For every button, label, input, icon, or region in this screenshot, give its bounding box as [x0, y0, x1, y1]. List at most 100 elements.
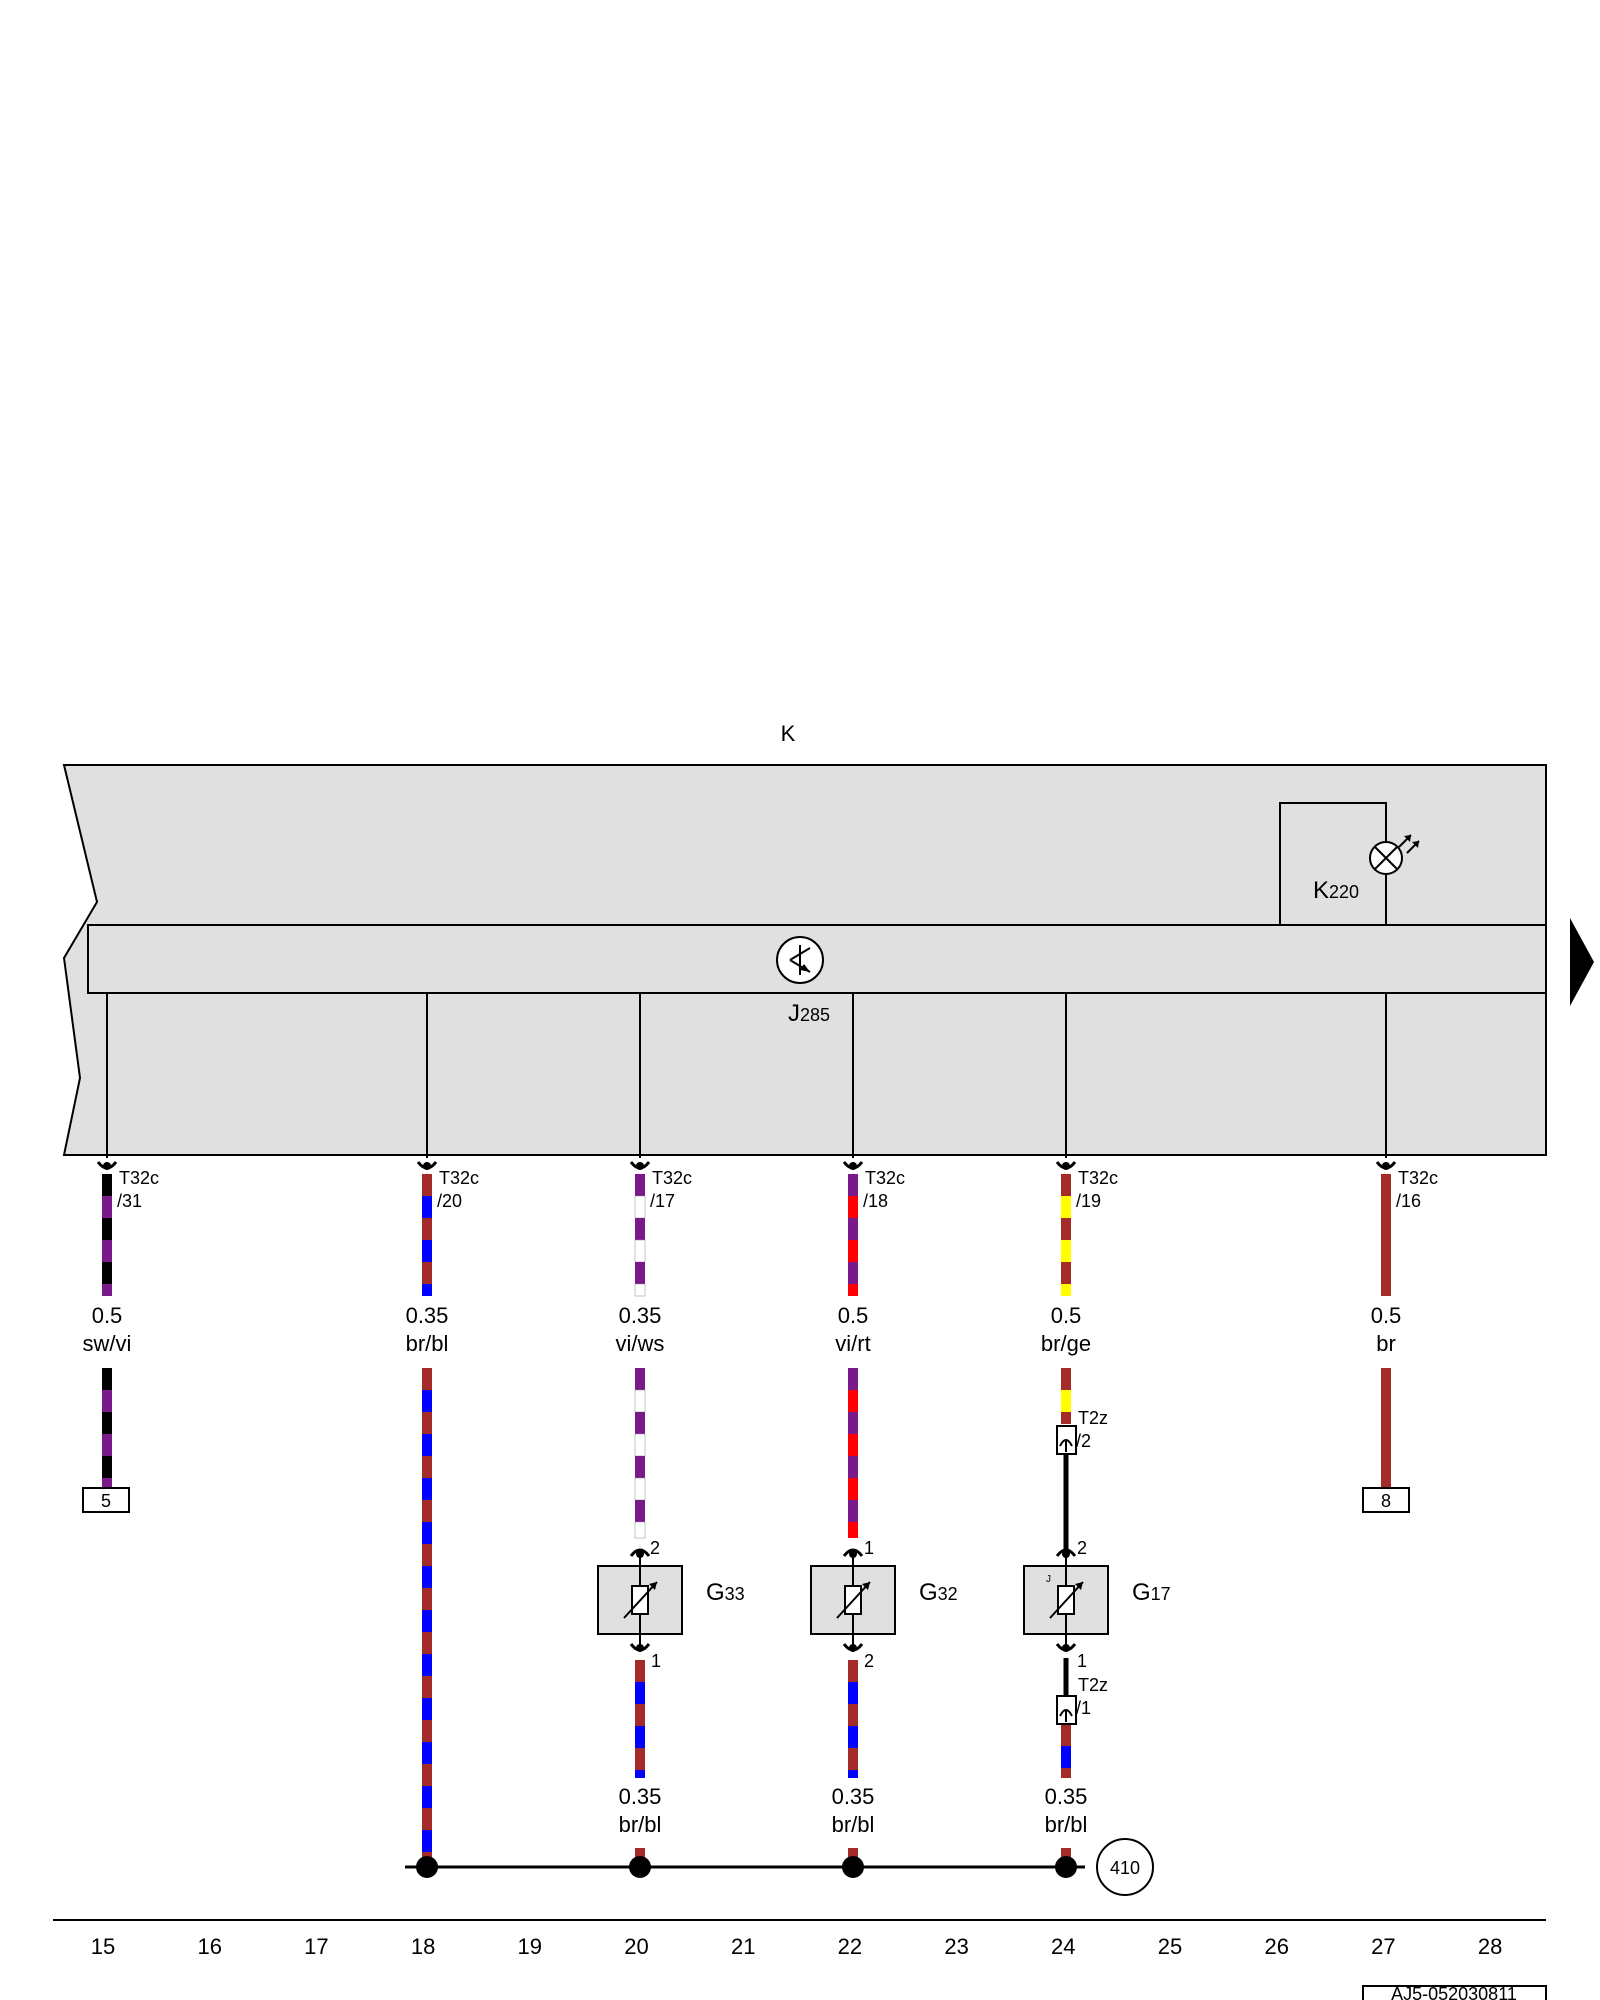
wire-size-label: 0.35	[1045, 1784, 1088, 1809]
svg-text:2: 2	[864, 1651, 874, 1671]
wire-size-label: 0.5	[1371, 1303, 1402, 1328]
wire-segment	[848, 1660, 858, 1778]
wire-segment	[1381, 1174, 1391, 1296]
svg-text:/1: /1	[1076, 1698, 1091, 1718]
svg-text:G32: G32	[919, 1579, 958, 1606]
wire-segment	[422, 1174, 432, 1296]
document-id: AJ5-052030811	[1362, 1984, 1547, 2000]
column-number: 26	[1264, 1934, 1288, 1959]
wire-color-label: vi/ws	[616, 1331, 665, 1356]
column-numbers: 15 16 17 18 19 20 21 22 23 24 25 26 27 28	[91, 1934, 1503, 1959]
wire-color-label: br/bl	[406, 1331, 449, 1356]
wire-color-label: br/ge	[1041, 1331, 1091, 1356]
continuation-box-5: 5	[82, 1487, 130, 1513]
svg-text:T2z: T2z	[1078, 1408, 1108, 1428]
svg-text:AJ5-052030811: AJ5-052030811	[1391, 1984, 1517, 2000]
connector-t32c-20: T32c /20	[416, 1161, 479, 1211]
control-unit-label: J285	[788, 1000, 830, 1027]
column-number: 28	[1478, 1934, 1502, 1959]
svg-text:/31: /31	[117, 1191, 142, 1211]
svg-text:5: 5	[101, 1491, 111, 1511]
svg-text:T32c: T32c	[119, 1168, 159, 1188]
wire-color-label: br/bl	[832, 1812, 875, 1837]
sensor-g33: 2 1 G33	[597, 1538, 745, 1671]
svg-text:/18: /18	[863, 1191, 888, 1211]
wire-segment	[634, 1368, 646, 1539]
wire-size-label: 0.5	[92, 1303, 123, 1328]
wire-segment	[1061, 1174, 1071, 1296]
ground-point-410: 410	[1096, 1838, 1154, 1896]
warning-lamp-icon	[1369, 834, 1420, 925]
svg-text:1: 1	[864, 1538, 874, 1558]
lamp-label: K220	[1313, 877, 1359, 904]
svg-text:G17: G17	[1132, 1579, 1171, 1606]
column-number: 27	[1371, 1934, 1395, 1959]
wire-segment	[102, 1368, 112, 1487]
control-unit-icon	[776, 936, 824, 984]
column-number: 23	[944, 1934, 968, 1959]
wire-segment	[848, 1174, 858, 1296]
column-number: 17	[304, 1934, 328, 1959]
svg-text:2: 2	[650, 1538, 660, 1558]
column-number: 15	[91, 1934, 115, 1959]
continuation-arrow-icon	[1570, 918, 1594, 1006]
svg-text:T32c: T32c	[1078, 1168, 1118, 1188]
wire-color-label: br/bl	[619, 1812, 662, 1837]
column-number: 25	[1158, 1934, 1182, 1959]
connector-t32c-31: T32c /31	[96, 1161, 159, 1211]
splice-point	[842, 1856, 864, 1878]
wire-segment	[1381, 1368, 1391, 1487]
wire-segment	[1061, 1368, 1071, 1424]
wire-color-label: sw/vi	[83, 1331, 132, 1356]
wire-size-label: 0.35	[619, 1784, 662, 1809]
wire-color-label: br/bl	[1045, 1812, 1088, 1837]
wire-size-label: 0.5	[838, 1303, 869, 1328]
svg-text:G33: G33	[706, 1579, 745, 1606]
svg-text:T32c: T32c	[652, 1168, 692, 1188]
svg-text:/20: /20	[437, 1191, 462, 1211]
column-number: 18	[411, 1934, 435, 1959]
component-k-label: K	[781, 721, 796, 746]
wire-segment	[634, 1174, 646, 1297]
column-number: 22	[838, 1934, 862, 1959]
svg-text:1: 1	[1077, 1651, 1087, 1671]
column-number: 21	[731, 1934, 755, 1959]
svg-text:410: 410	[1110, 1858, 1140, 1878]
column-number: 24	[1051, 1934, 1075, 1959]
column-number: 20	[624, 1934, 648, 1959]
wire-segment	[848, 1368, 858, 1538]
svg-text:T2z: T2z	[1078, 1675, 1108, 1695]
connector-t32c-16: T32c /16	[1375, 1161, 1438, 1211]
wire-segment	[635, 1660, 645, 1778]
connector-t2z-1: T2z /1	[1056, 1675, 1108, 1725]
connector-t32c-17: T32c /17	[629, 1161, 692, 1211]
sensor-tiny-mark: J	[1046, 1574, 1051, 1585]
connector-t2z-2: T2z /2	[1056, 1408, 1108, 1455]
svg-text:2: 2	[1077, 1538, 1087, 1558]
column-number: 19	[518, 1934, 542, 1959]
wire-size-label: 0.5	[1051, 1303, 1082, 1328]
svg-text:/2: /2	[1076, 1431, 1091, 1451]
continuation-box-8: 8	[1362, 1487, 1410, 1513]
svg-text:8: 8	[1381, 1491, 1391, 1511]
svg-text:/19: /19	[1076, 1191, 1101, 1211]
splice-point	[629, 1856, 651, 1878]
wire-size-label: 0.35	[832, 1784, 875, 1809]
warning-lamp-box	[1279, 802, 1387, 926]
svg-text:/17: /17	[650, 1191, 675, 1211]
wire-size-label: 0.35	[406, 1303, 449, 1328]
sensor-g17: 2 J 1 G17	[1023, 1538, 1171, 1671]
connector-t32c-19: T32c /19	[1055, 1161, 1118, 1211]
wires	[102, 1174, 1391, 1864]
svg-text:1: 1	[651, 1651, 661, 1671]
column-number: 16	[197, 1934, 221, 1959]
wire-size-label: 0.35	[619, 1303, 662, 1328]
svg-text:T32c: T32c	[439, 1168, 479, 1188]
splice-point	[1055, 1856, 1077, 1878]
wire-color-label: br	[1376, 1331, 1396, 1356]
svg-text:/16: /16	[1396, 1191, 1421, 1211]
svg-text:T32c: T32c	[1398, 1168, 1438, 1188]
connector-t32c-18: T32c /18	[842, 1161, 905, 1211]
wire-segment	[102, 1174, 112, 1296]
